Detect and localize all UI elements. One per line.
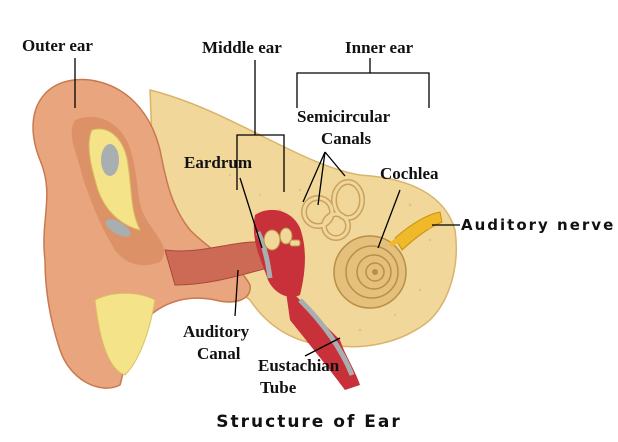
label-eustachian-line1: Eustachian	[258, 356, 340, 375]
cartilage-grey-2	[105, 219, 131, 237]
eardrum-membrane	[255, 230, 273, 279]
label-eardrum: Eardrum	[184, 153, 252, 172]
eustachian-tube-path	[285, 285, 360, 390]
label-middle-ear: Middle ear	[202, 38, 282, 57]
ear-cartilage-lower	[94, 292, 156, 376]
label-semicircular-line1: Semicircular	[297, 107, 391, 126]
cartilage-grey-1	[101, 144, 119, 176]
leader-lines	[74, 58, 460, 357]
middle-ear-cavity	[253, 209, 305, 297]
ossicles	[263, 227, 301, 251]
label-outer-ear: Outer ear	[22, 36, 93, 55]
label-cochlea: Cochlea	[380, 164, 439, 183]
label-auditory-canal-line1: Auditory	[183, 322, 250, 341]
cochlea-shape	[333, 235, 407, 309]
label-auditory-canal-line2: Canal	[197, 344, 241, 363]
label-auditory-nerve: Auditory nerve	[461, 216, 616, 234]
diagram-caption: Structure of Ear	[216, 412, 402, 432]
label-semicircular-line2: Canals	[321, 129, 372, 148]
label-inner-ear: Inner ear	[345, 38, 414, 57]
label-eustachian-line2: Tube	[260, 378, 297, 397]
